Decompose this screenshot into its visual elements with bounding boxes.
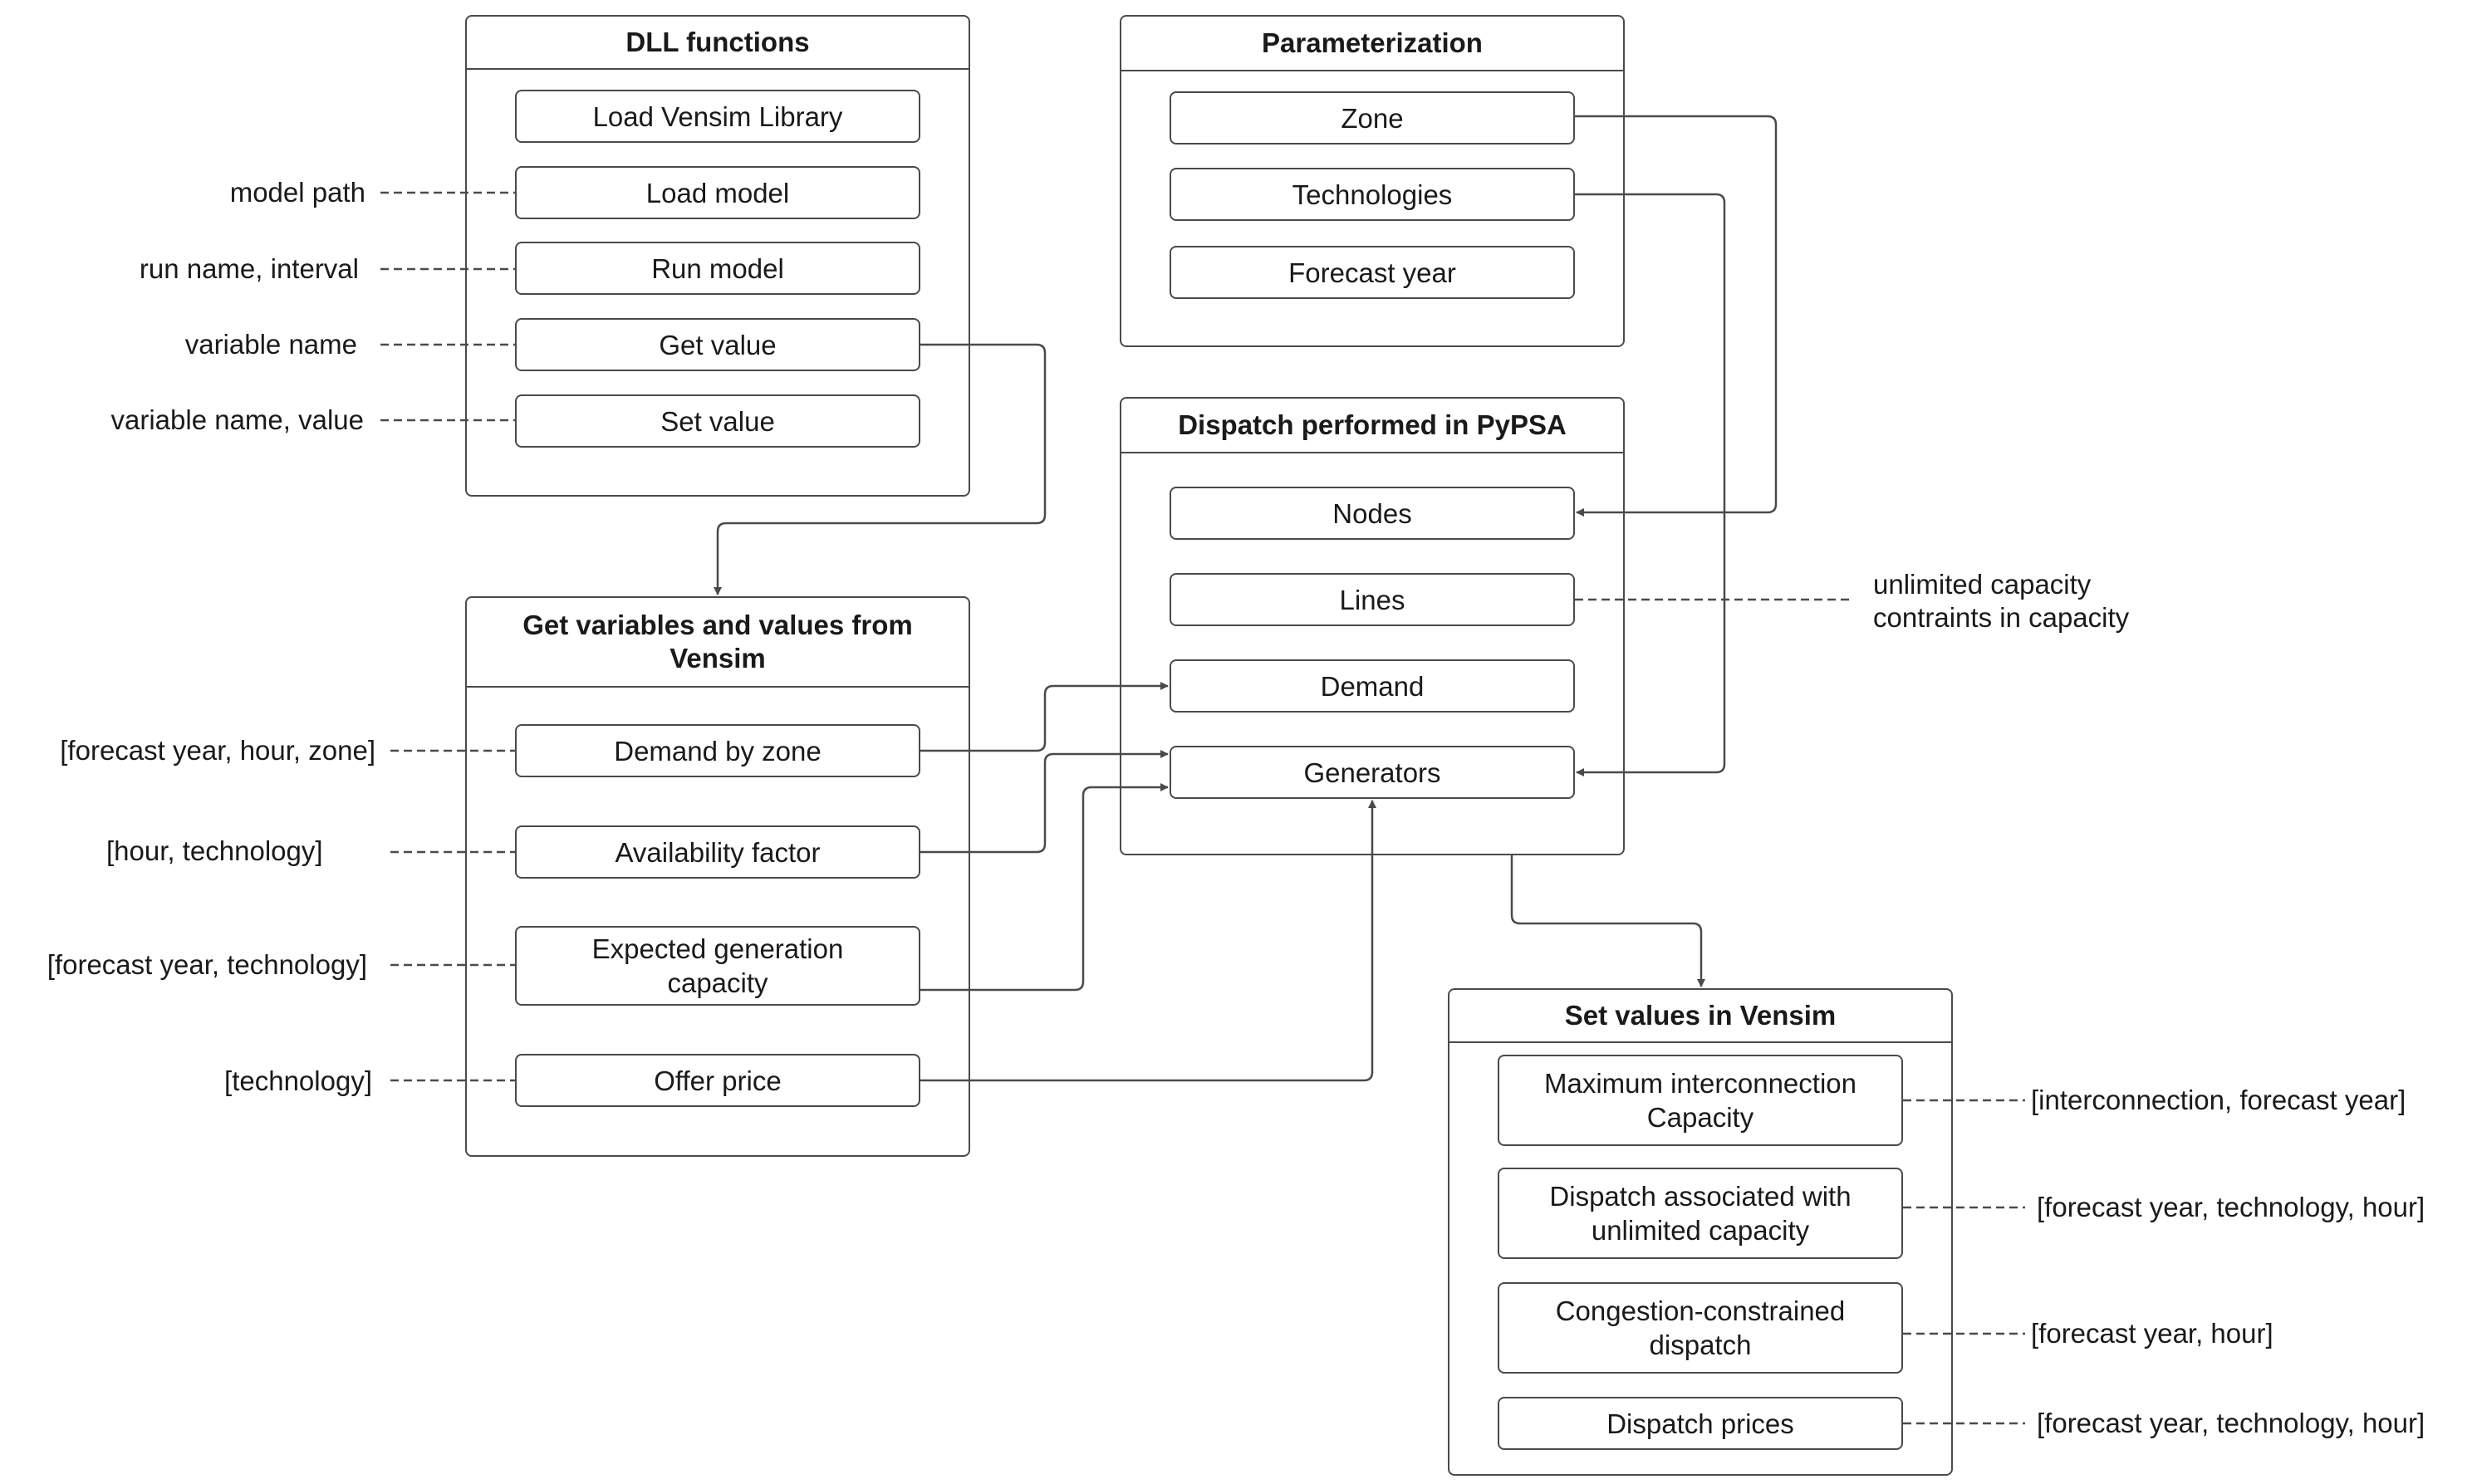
dispatch-pypsa-title: Dispatch performed in PyPSA (1121, 399, 1623, 453)
dll-functions-title: DLL functions (467, 17, 969, 70)
node-demand-by-zone: Demand by zone (515, 724, 920, 777)
arrow-dispatch-to-setvalues (1510, 855, 1705, 987)
annotation-forecast-year-technology-hour-1: [forecast year, technology, hour] (2037, 1192, 2425, 1222)
arrow-expected-to-generators (920, 783, 1169, 992)
node-congestion-constrained-dispatch: Congestion-constrained dispatch (1498, 1282, 1903, 1374)
node-lines: Lines (1170, 573, 1575, 626)
node-nodes: Nodes (1170, 487, 1575, 540)
node-technologies: Technologies (1170, 168, 1575, 221)
annotation-model-path: model path (229, 177, 365, 208)
parameterization-title: Parameterization (1121, 17, 1623, 71)
node-forecast-year: Forecast year (1170, 246, 1575, 299)
annotation-forecast-year-technology: [forecast year, technology] (47, 949, 367, 980)
node-offer-price: Offer price (515, 1054, 920, 1107)
arrow-availability-to-generators (920, 750, 1169, 854)
node-generators: Generators (1170, 746, 1575, 799)
annotation-run-name-interval: run name, interval (139, 253, 359, 284)
node-get-value: Get value (515, 318, 920, 371)
annotation-lines-capacity: unlimited capacity contraints in capacit… (1873, 569, 2130, 633)
annotation-forecast-year-technology-hour-2: [forecast year, technology, hour] (2037, 1408, 2425, 1438)
arrow-offerprice-to-generators (920, 800, 1376, 1082)
node-set-value: Set value (515, 394, 920, 448)
set-values-title: Set values in Vensim (1449, 990, 1951, 1043)
node-run-model: Run model (515, 242, 920, 295)
node-availability-factor: Availability factor (515, 825, 920, 879)
arrow-technologies-to-generators (1575, 193, 1726, 776)
arrow-getvalue-to-getvars (714, 343, 1047, 595)
node-dispatch-prices: Dispatch prices (1498, 1397, 1903, 1450)
annotation-variable-name-value: variable name, value (110, 404, 364, 435)
node-expected-generation-capacity: Expected generation capacity (515, 926, 920, 1006)
annotation-interconnection-forecast-year: [interconnection, forecast year] (2031, 1085, 2406, 1115)
annotation-forecast-year-hour-zone: [forecast year, hour, zone] (60, 735, 375, 766)
node-max-interconnection-capacity: Maximum interconnection Capacity (1498, 1055, 1903, 1146)
annotation-hour-technology: [hour, technology] (106, 835, 323, 866)
arrow-zone-to-nodes (1575, 115, 1778, 517)
annotation-variable-name: variable name (184, 329, 357, 360)
arrow-demandzone-to-demand (920, 682, 1169, 752)
node-load-vensim-library: Load Vensim Library (515, 90, 920, 143)
node-demand: Demand (1170, 659, 1575, 713)
node-dispatch-unlimited-capacity: Dispatch associated with unlimited capac… (1498, 1168, 1903, 1259)
node-load-model: Load model (515, 166, 920, 219)
get-variables-title: Get variables and values from Vensim (467, 598, 969, 688)
annotation-forecast-year-hour: [forecast year, hour] (2031, 1318, 2273, 1349)
annotation-technology: [technology] (224, 1065, 372, 1096)
node-zone: Zone (1170, 91, 1575, 144)
